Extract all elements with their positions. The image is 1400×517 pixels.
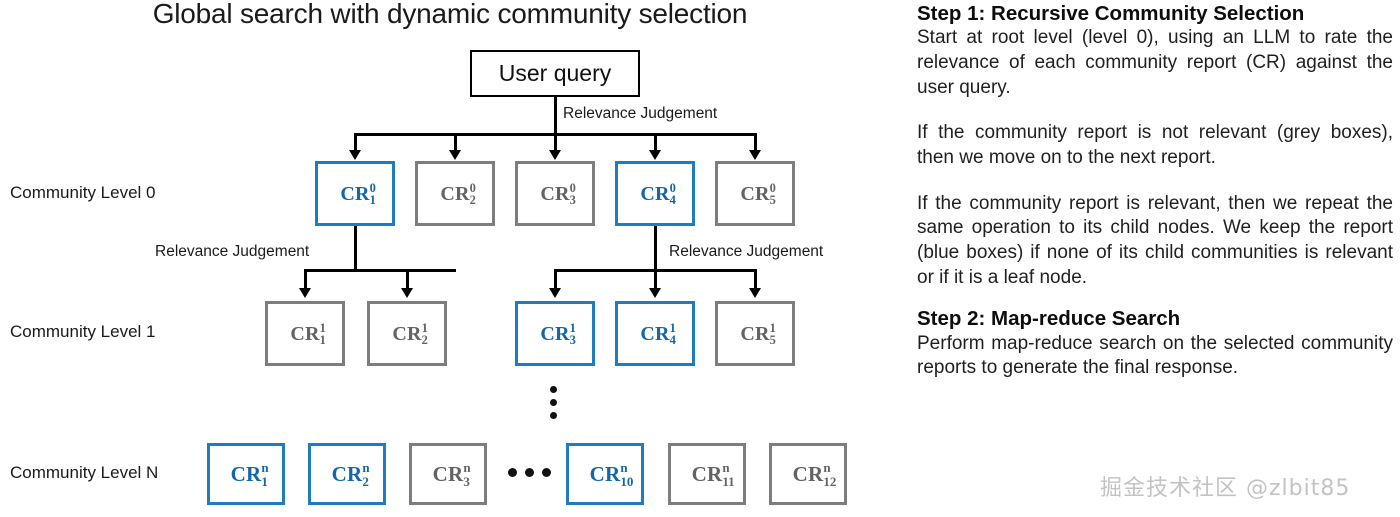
vertical-ellipsis <box>550 386 557 419</box>
diagram-panel: Global search with dynamic community sel… <box>10 0 847 505</box>
level-label-n: Community Level N <box>10 463 159 482</box>
arrowhead-level0-5 <box>749 150 761 160</box>
edge-label-left: Relevance Judgement <box>155 243 310 260</box>
level-label-0: Community Level 0 <box>10 183 156 202</box>
connector-right-drop-4 <box>654 269 657 291</box>
connector-right-drop-3 <box>554 269 557 291</box>
connector-left-drop-1 <box>304 269 307 291</box>
step-2-heading: Step 2: Map-reduce Search <box>917 307 1181 331</box>
arrowhead-level1-4 <box>649 288 661 298</box>
edge-label-right: Relevance Judgement <box>669 243 824 260</box>
arrowhead-level1-1 <box>299 288 311 298</box>
watermark: 掘金技术社区 @zlbit85 <box>1100 476 1351 501</box>
level-label-1: Community Level 1 <box>10 322 156 341</box>
connector-level0-drop-3 <box>554 133 557 153</box>
user-query-box[interactable]: User query <box>470 50 640 97</box>
arrowhead-level0-1 <box>349 150 361 160</box>
arrowhead-level0-4 <box>649 150 661 160</box>
connector-l0n4-stem <box>654 226 657 271</box>
page-title: Global search with dynamic community sel… <box>152 0 748 29</box>
step-1-paragraph-3: If the community report is relevant, the… <box>917 192 1393 288</box>
paragraph-spacer <box>917 100 1393 121</box>
paragraph-spacer <box>917 171 1393 192</box>
arrowhead-level0-2 <box>449 150 461 160</box>
step-1-heading: Step 1: Recursive Community Selection <box>917 2 1305 25</box>
connector-left-drop-2 <box>406 269 409 291</box>
arrowhead-level0-3 <box>549 150 561 160</box>
step-1-paragraph-1: Start at root level (level 0), using an … <box>917 27 1393 98</box>
connector-root-stem <box>554 97 557 135</box>
connector-level0-drop-5 <box>754 133 757 153</box>
explanation-panel: Step 1: Recursive Community Selection St… <box>917 0 1393 517</box>
connector-l0n1-stem <box>354 226 357 271</box>
connector-level0-drop-1 <box>354 133 357 153</box>
connector-level0-drop-2 <box>454 133 457 153</box>
edge-label-root: Relevance Judgement <box>563 105 718 122</box>
step-2-paragraph-1: Perform map-reduce search on the selecte… <box>917 332 1393 379</box>
horizontal-ellipsis <box>508 468 551 477</box>
step-1-paragraph-2: If the community report is not relevant … <box>917 122 1393 168</box>
arrowhead-level1-2 <box>401 288 413 298</box>
arrowhead-level1-5 <box>749 288 761 298</box>
connector-right-drop-5 <box>754 269 757 291</box>
connector-level0-drop-4 <box>654 133 657 153</box>
connector-left-bus <box>304 269 456 272</box>
user-query-label: User query <box>498 60 612 86</box>
arrowhead-level1-3 <box>549 288 561 298</box>
